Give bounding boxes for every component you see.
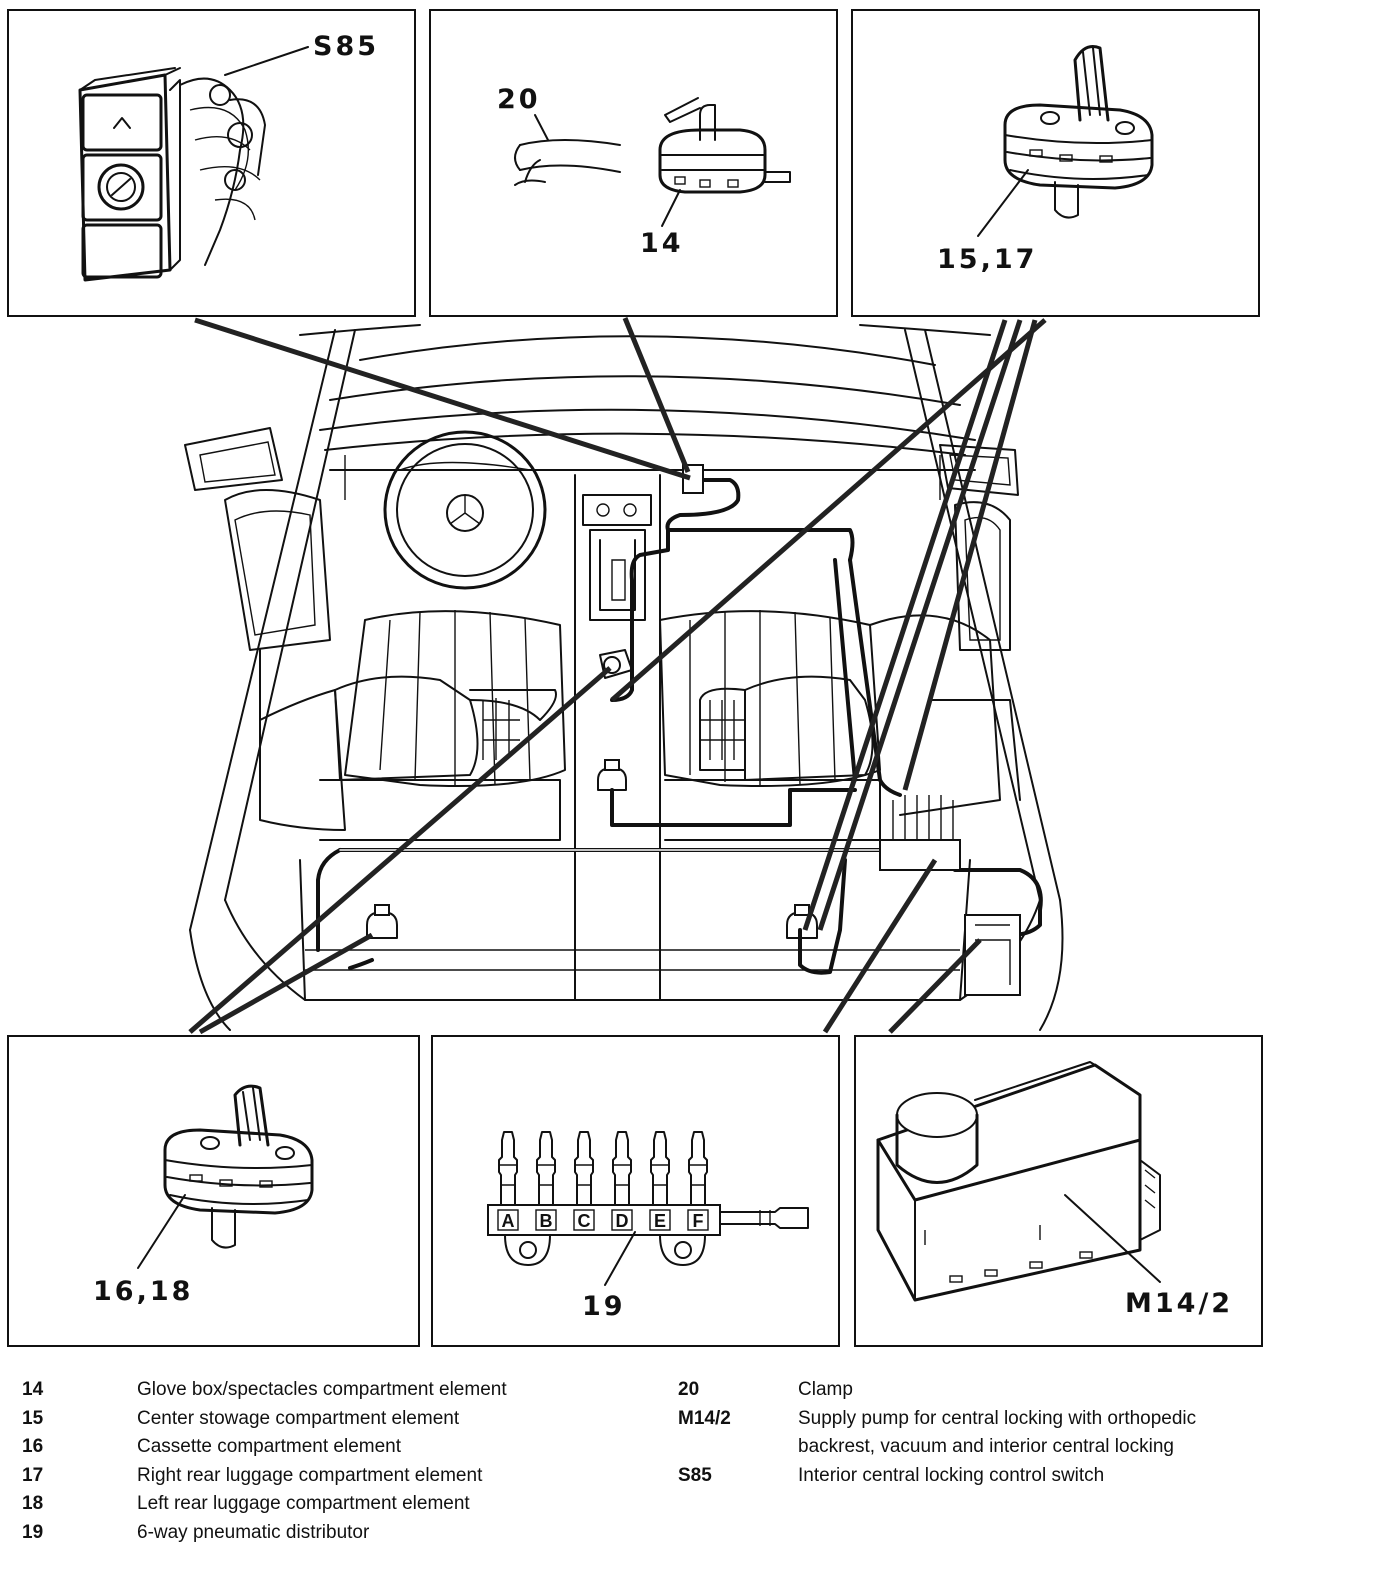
legend-text: 6-way pneumatic distributor (137, 1521, 370, 1543)
legend-row: 14 Glove box/spectacles compartment eleme… (0, 1378, 660, 1402)
legend-text: Right rear luggage compartment element (137, 1464, 483, 1486)
legend-number: 16 (22, 1436, 44, 1457)
callout-m14-2: M14/2 (1125, 1288, 1233, 1319)
legend: 14 Glove box/spectacles compartment eleme… (0, 1372, 1376, 1572)
distributor-port: A (497, 1131, 519, 1231)
legend-number: 18 (22, 1493, 44, 1514)
legend-text: Glove box/spectacles compartment element (137, 1379, 507, 1400)
distributor-port: E (649, 1131, 671, 1231)
legend-text: Cassette compartment element (137, 1436, 402, 1457)
legend-number: M14/2 (678, 1407, 731, 1429)
legend-number: 19 (22, 1521, 44, 1543)
leader-lines (188, 317, 1047, 1035)
legend-number: 17 (22, 1464, 44, 1486)
legend-number: 14 (22, 1379, 44, 1400)
distributor-port: F (687, 1131, 709, 1231)
panel-s85-switch: S85 (7, 9, 416, 317)
panel-m14-2-pump: M14/2 (854, 1035, 1263, 1347)
legend-row: 15 Center stowage compartment element (0, 1407, 660, 1431)
legend-row: 19 6-way pneumatic distributor (0, 1521, 660, 1545)
callout-20: 20 (497, 84, 541, 115)
distributor-port-label: C (578, 1211, 591, 1231)
legend-row: 16 Cassette compartment element (0, 1435, 660, 1459)
legend-row-continued: backrest, vacuum and interior central lo… (660, 1435, 1370, 1459)
legend-row: 18 Left rear luggage compartment element (0, 1492, 660, 1516)
legend-text: Clamp (798, 1379, 853, 1400)
callout-s85: S85 (313, 31, 379, 62)
distributor-port-label: A (502, 1211, 515, 1231)
distributor-port-label: B (540, 1211, 553, 1231)
distributor-port: C (573, 1131, 595, 1231)
legend-row: S85 Interior central locking control swit… (660, 1464, 1370, 1488)
callout-14: 14 (640, 228, 684, 259)
legend-text: Supply pump for central locking with ort… (798, 1407, 1197, 1429)
legend-number: S85 (678, 1464, 712, 1486)
legend-number: 20 (678, 1379, 700, 1400)
distributor-port-label: F (693, 1211, 704, 1231)
callout-15-17: 15,17 (937, 244, 1037, 275)
vacuum-lines (316, 478, 1043, 975)
panel-16-18: 16,18 (7, 1035, 420, 1347)
car-mounted-elements (366, 464, 1021, 996)
distributor-port: D (611, 1131, 633, 1231)
panel-14-20: 20 14 (429, 9, 838, 317)
distributor-port: B (535, 1131, 557, 1231)
legend-text: Center stowage compartment element (137, 1407, 460, 1429)
legend-row: 20 Clamp (660, 1378, 1370, 1402)
callout-16-18: 16,18 (93, 1276, 193, 1307)
distributor-port-label: E (654, 1211, 666, 1231)
distributor-port-label: D (616, 1211, 629, 1231)
legend-text: Interior central locking control switch (798, 1464, 1105, 1486)
legend-text: Left rear luggage compartment element (137, 1493, 470, 1514)
legend-row: M14/2 Supply pump for central locking wit… (660, 1407, 1370, 1431)
vacuum-system-diagram: S85 20 (7, 9, 1263, 1347)
callout-19: 19 (582, 1291, 626, 1322)
legend-number: 15 (22, 1407, 44, 1429)
panel-19-distributor: A B C D E F 19 (431, 1035, 840, 1347)
legend-text: backrest, vacuum and interior central lo… (798, 1436, 1174, 1457)
legend-row: 17 Right rear luggage compartment element (0, 1464, 660, 1488)
panel-15-17: 15,17 (851, 9, 1260, 317)
